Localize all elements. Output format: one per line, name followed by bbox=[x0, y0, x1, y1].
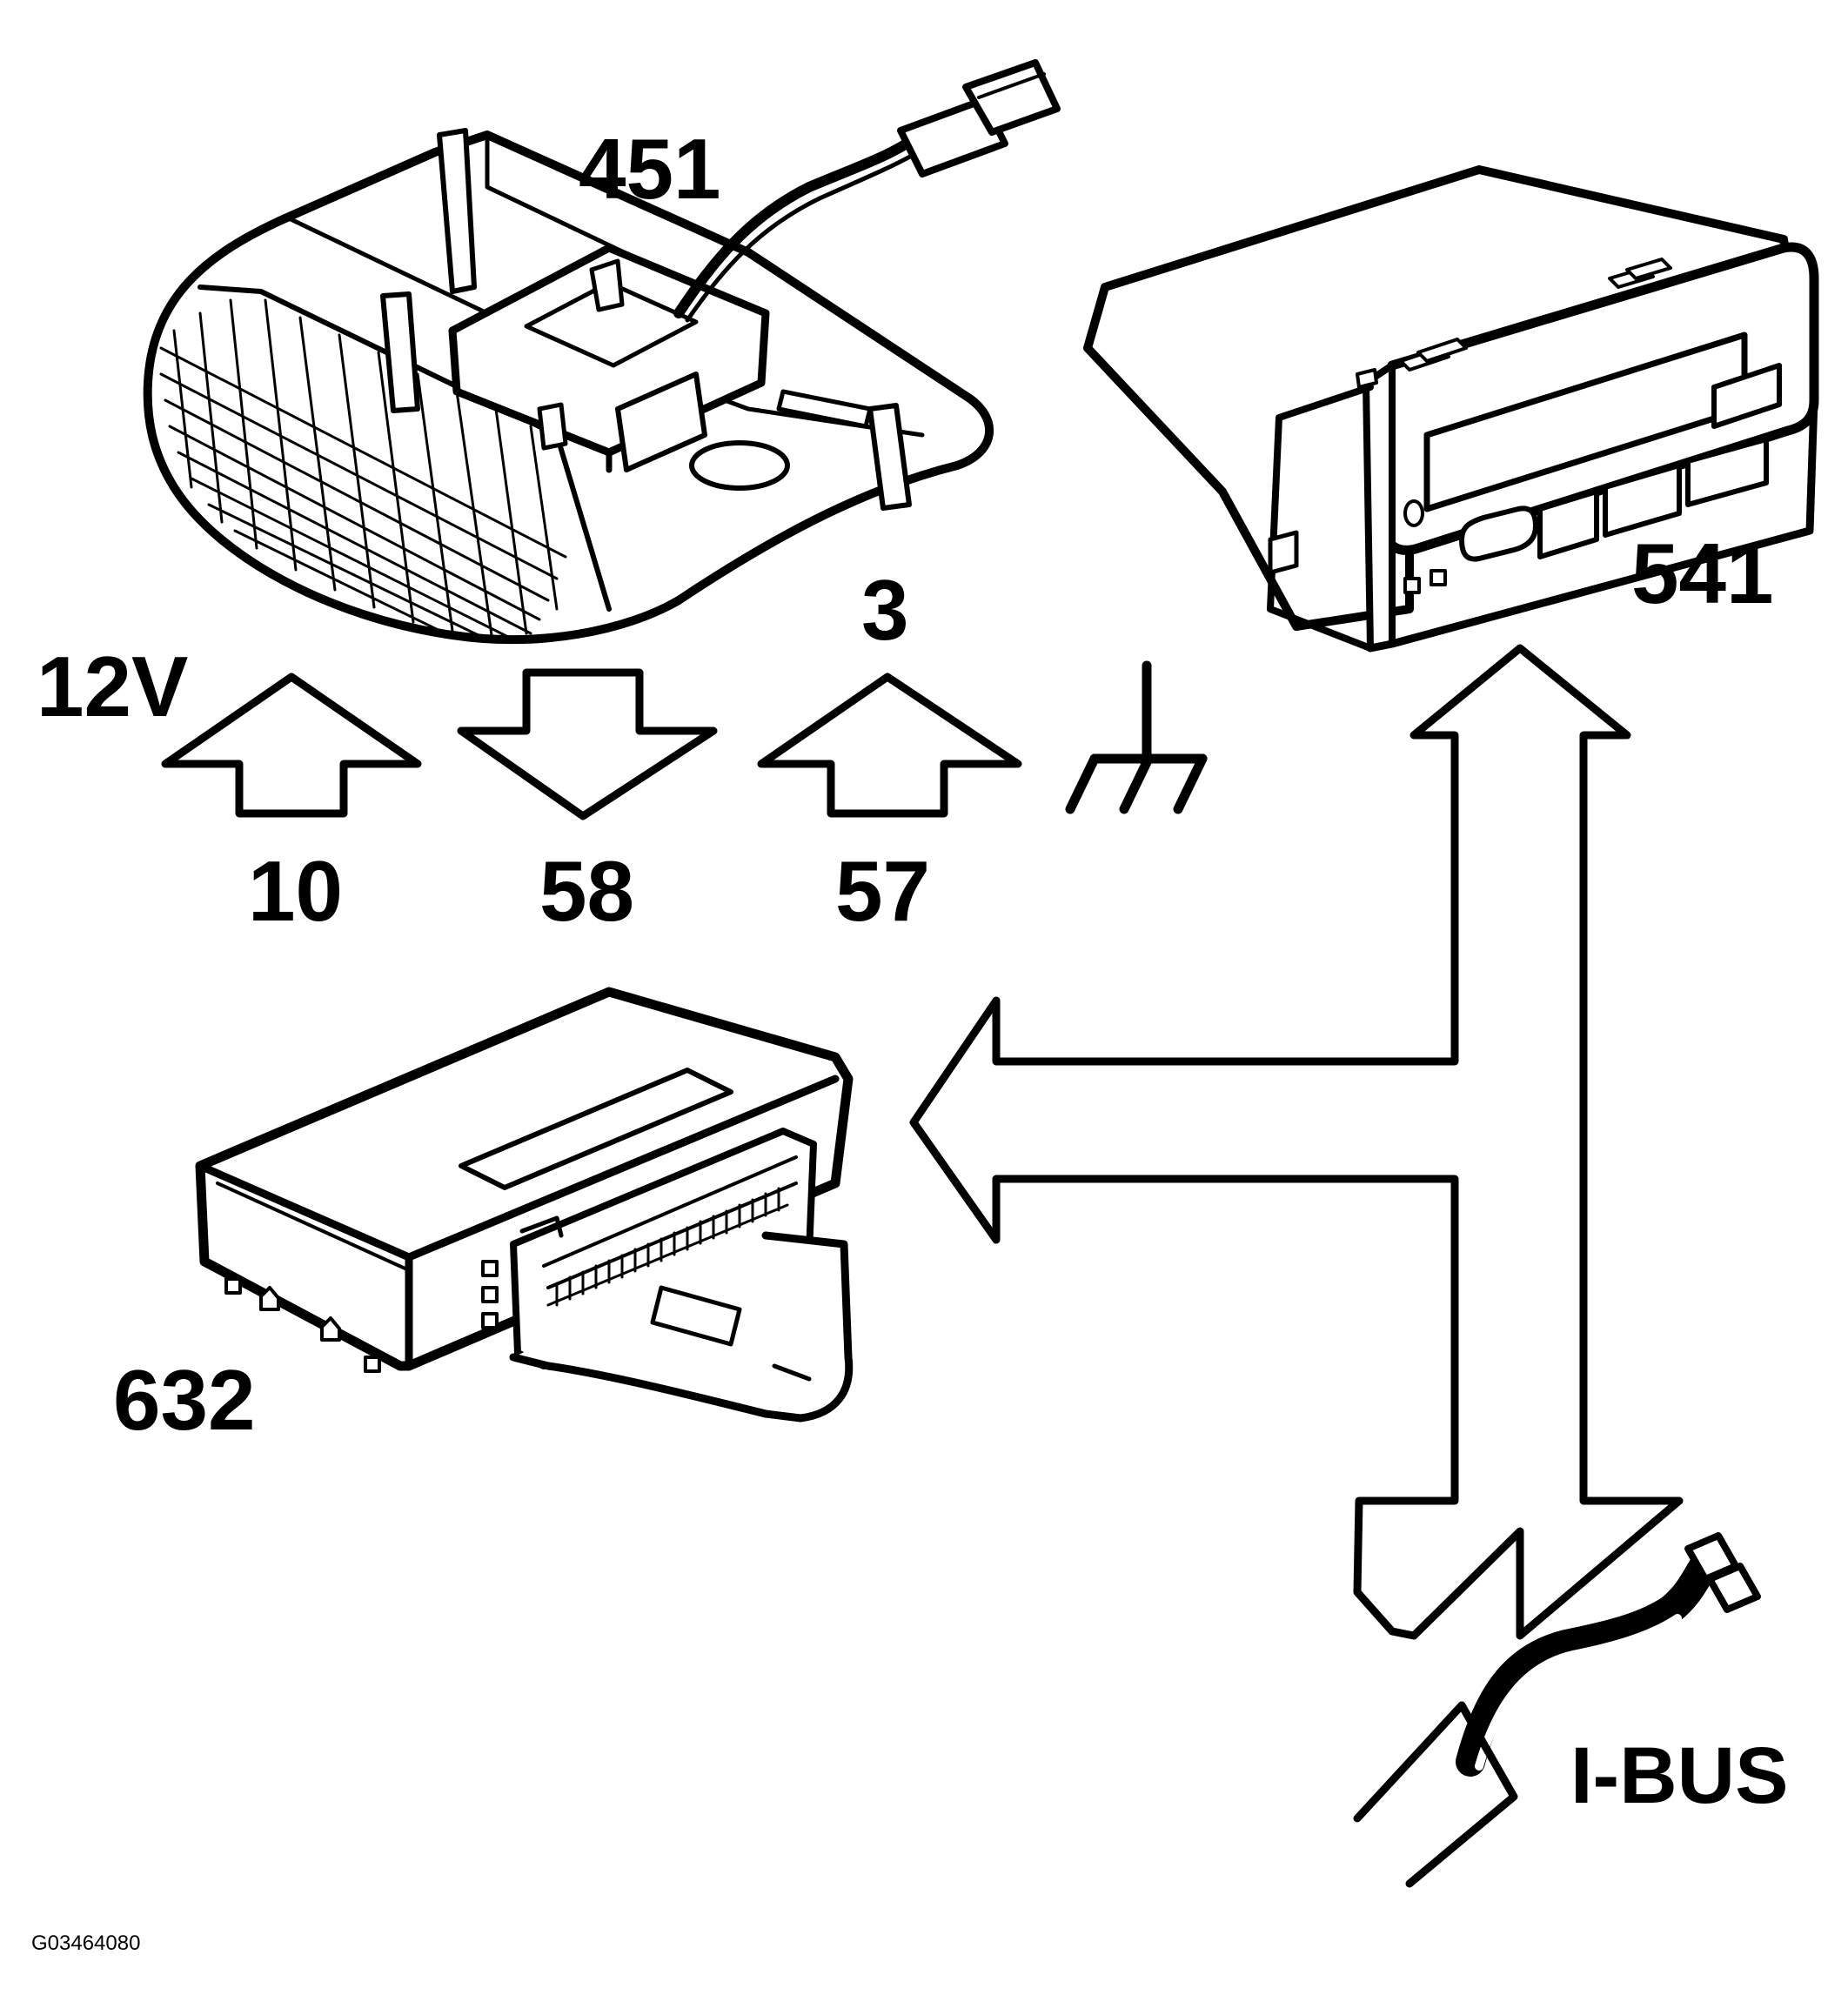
label-10: 10 bbox=[248, 843, 344, 939]
i-bus-arrow-network bbox=[909, 644, 1684, 1640]
arrow-down-pin-58 bbox=[457, 668, 718, 820]
roof-console-451-illustration bbox=[143, 59, 1061, 645]
ground-symbol-icon bbox=[1065, 660, 1208, 814]
label-541: 541 bbox=[1631, 526, 1774, 621]
arrow-up-pin-57 bbox=[757, 673, 1022, 818]
label-57: 57 bbox=[835, 843, 931, 939]
label-632: 632 bbox=[113, 1352, 256, 1448]
display-unit-541-illustration bbox=[1083, 165, 1819, 653]
label-451: 451 bbox=[579, 121, 721, 217]
label-58: 58 bbox=[539, 843, 635, 939]
control-module-632-illustration bbox=[195, 987, 854, 1423]
figure-code: G03464080 bbox=[31, 1931, 141, 1955]
label-3: 3 bbox=[861, 562, 909, 658]
arrow-up-pin-10 bbox=[161, 673, 422, 818]
label-12v: 12V bbox=[37, 639, 189, 734]
label-i-bus: I-BUS bbox=[1570, 1731, 1789, 1820]
i-bus-harness-illustration bbox=[1353, 1532, 1761, 1888]
